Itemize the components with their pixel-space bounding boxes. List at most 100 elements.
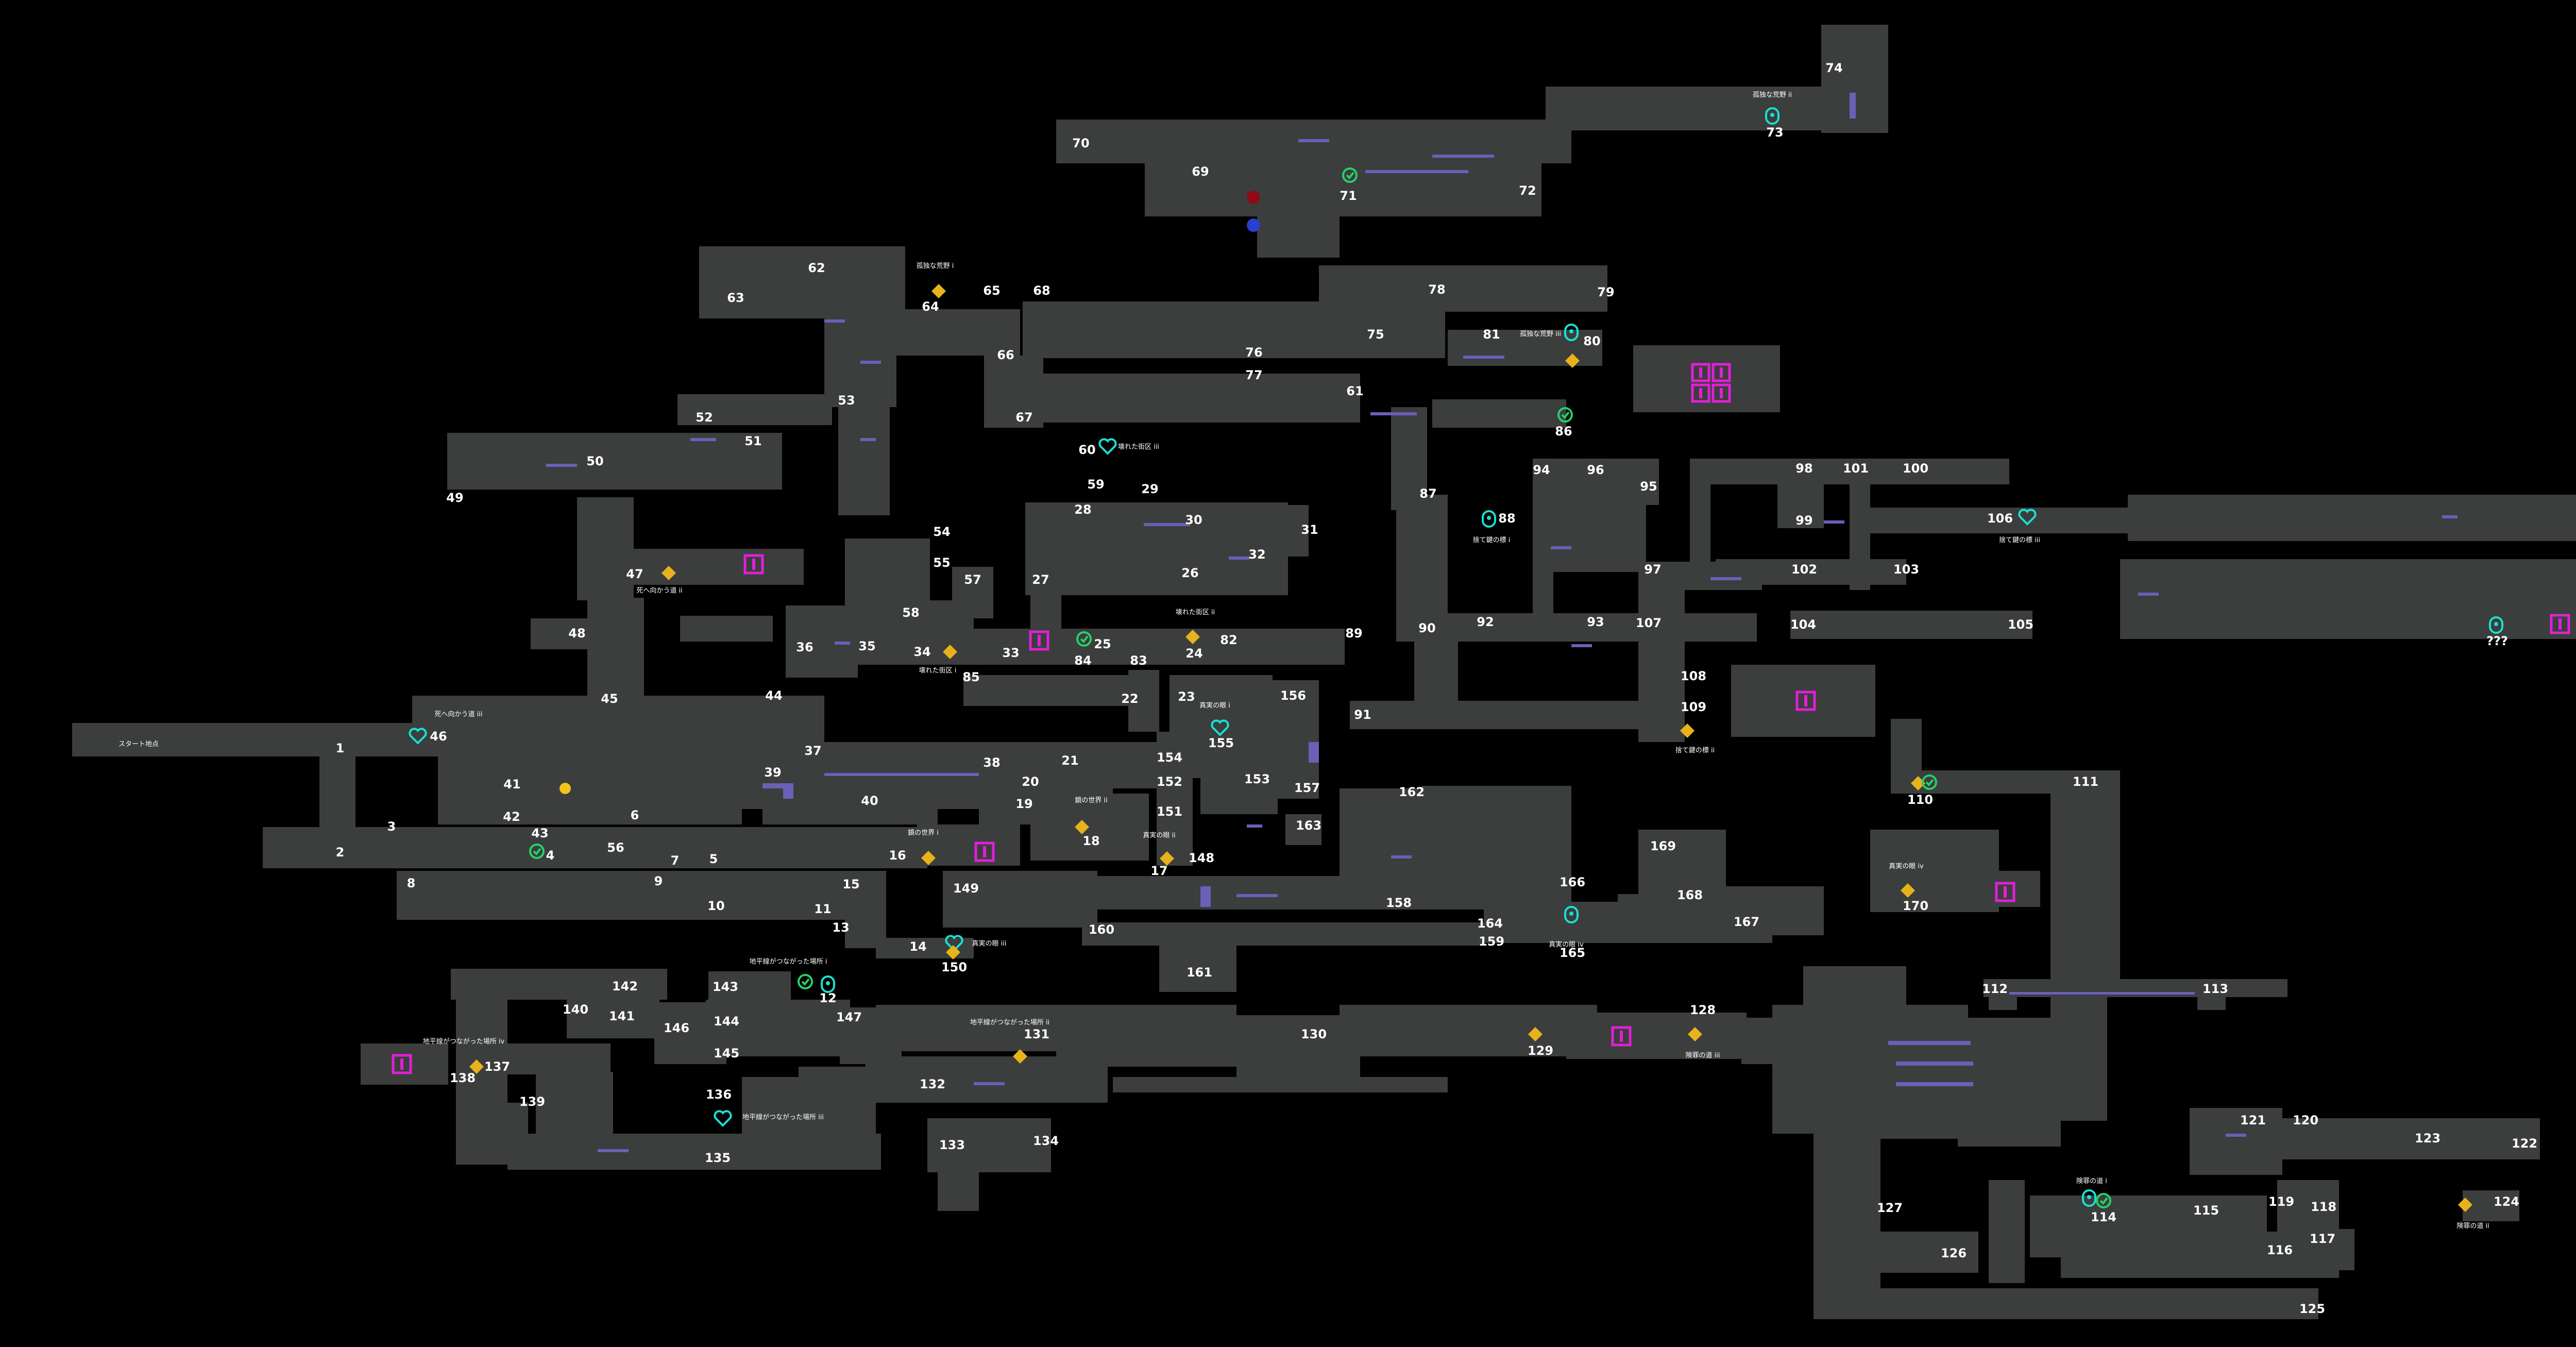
room-number-31: 31	[1301, 523, 1318, 537]
tombstone-icon[interactable]	[1482, 510, 1496, 528]
tombstone-icon[interactable]	[2082, 1189, 2096, 1207]
room-number-161: 161	[1187, 965, 1212, 980]
room-number-133: 133	[939, 1138, 965, 1152]
room-number-1: 1	[336, 741, 345, 755]
gold-gem-icon[interactable]	[1185, 630, 1200, 644]
room-number-118: 118	[2311, 1200, 2336, 1214]
room-number-81: 81	[1483, 327, 1500, 342]
sealed-square[interactable]	[1029, 630, 1049, 651]
sealed-square[interactable]	[1995, 882, 2015, 902]
map-rooms	[72, 25, 2576, 1319]
room-number-166: 166	[1560, 875, 1585, 889]
area-caption: 真実の眼 i	[1199, 701, 1230, 710]
green-check-pin-icon[interactable]	[798, 974, 813, 989]
gold-gem-icon[interactable]	[2458, 1198, 2472, 1212]
teal-heart-icon[interactable]	[945, 935, 963, 952]
gold-gem-icon[interactable]	[1013, 1049, 1027, 1064]
tombstone-icon[interactable]	[1564, 906, 1579, 923]
room-number-104: 104	[1790, 617, 1816, 632]
teal-heart-icon[interactable]	[2018, 509, 2037, 526]
room-number-13: 13	[832, 920, 849, 935]
room-number-58: 58	[902, 605, 919, 620]
sealed-square[interactable]	[1711, 383, 1731, 403]
room-number-103: 103	[1893, 562, 1919, 577]
teal-heart-icon[interactable]	[714, 1110, 732, 1127]
room-number-124: 124	[2494, 1194, 2519, 1209]
room-number-145: 145	[714, 1046, 739, 1060]
room-number-96: 96	[1587, 463, 1604, 477]
room-number-121: 121	[2240, 1113, 2266, 1127]
sealed-square[interactable]	[1611, 1026, 1632, 1047]
sealed-square[interactable]	[1691, 383, 1710, 403]
green-check-pin-icon[interactable]	[1922, 774, 1937, 790]
tombstone-icon[interactable]	[1765, 107, 1780, 125]
room-number-63: 63	[727, 291, 744, 305]
gold-gem-icon[interactable]	[1911, 776, 1925, 790]
sealed-square[interactable]	[1711, 363, 1731, 382]
room-number-97: 97	[1644, 562, 1661, 577]
save-point-red-marker[interactable]	[1247, 191, 1260, 204]
room-number-38: 38	[983, 755, 1000, 770]
room-number-106: 106	[1987, 511, 2013, 526]
gold-gem-icon[interactable]	[921, 851, 936, 865]
room-number-111: 111	[2073, 774, 2098, 789]
room-number-12: 12	[819, 991, 836, 1005]
room-number-92: 92	[1477, 615, 1494, 629]
room-number-24: 24	[1185, 646, 1202, 661]
green-check-pin-icon[interactable]	[1557, 407, 1573, 423]
gold-gem-icon[interactable]	[1160, 851, 1174, 866]
sealed-square[interactable]	[743, 554, 764, 575]
room-number-20: 20	[1022, 774, 1039, 789]
room-number-62: 62	[808, 261, 825, 275]
room-number-131: 131	[1024, 1027, 1049, 1041]
room-number-50: 50	[586, 454, 603, 468]
room-number-132: 132	[920, 1077, 945, 1091]
tombstone-icon[interactable]	[2489, 616, 2503, 634]
sealed-doors	[392, 363, 2570, 1074]
room-number-28: 28	[1074, 502, 1091, 517]
room-number-167: 167	[1734, 915, 1759, 929]
gold-gem-icon[interactable]	[946, 945, 960, 959]
room-number-159: 159	[1479, 934, 1504, 949]
green-check-pin-icon[interactable]	[2096, 1193, 2111, 1208]
room-number-16: 16	[889, 848, 906, 863]
sealed-square[interactable]	[2550, 614, 2570, 634]
room-number-69: 69	[1192, 164, 1209, 179]
room-number-114: 114	[2091, 1210, 2116, 1224]
green-check-pin-icon[interactable]	[1342, 167, 1358, 183]
tombstone-icon[interactable]	[1564, 324, 1579, 341]
gold-gem-icon[interactable]	[1688, 1027, 1702, 1041]
gold-gem-icon[interactable]	[1528, 1027, 1543, 1041]
room-number-68: 68	[1033, 283, 1050, 298]
room-number-15: 15	[842, 877, 859, 891]
gold-gem-icon[interactable]	[931, 284, 946, 298]
room-number-45: 45	[601, 692, 618, 706]
green-check-pin-icon[interactable]	[529, 844, 545, 859]
room-number-14: 14	[909, 939, 926, 954]
sealed-square[interactable]	[1795, 691, 1816, 711]
gold-gem-icon[interactable]	[1075, 820, 1089, 834]
gold-gem-icon[interactable]	[943, 645, 957, 659]
teal-heart-icon[interactable]	[1211, 719, 1229, 736]
gold-gem-icon[interactable]	[1901, 883, 1915, 898]
room-number-67: 67	[1015, 410, 1032, 425]
sealed-square[interactable]	[392, 1054, 412, 1074]
gold-gem-icon[interactable]	[1565, 353, 1580, 368]
room-number-9: 9	[654, 874, 663, 888]
sealed-square[interactable]	[974, 841, 995, 862]
green-check-pin-icon[interactable]	[1076, 631, 1092, 647]
room-number-144: 144	[714, 1014, 739, 1029]
room-number-57: 57	[964, 573, 981, 587]
coin-marker[interactable]	[560, 783, 571, 794]
gold-gem-icon[interactable]	[469, 1059, 484, 1074]
gold-gem-icon[interactable]	[1680, 723, 1694, 738]
teal-heart-icon[interactable]	[1098, 438, 1117, 455]
room-number-108: 108	[1681, 669, 1706, 683]
sealed-square[interactable]	[1691, 363, 1710, 382]
room-number-76: 76	[1245, 345, 1262, 360]
gold-gem-icon[interactable]	[662, 566, 676, 580]
teal-heart-icon[interactable]	[409, 728, 427, 745]
tombstone-icon[interactable]	[821, 975, 835, 993]
area-caption: 地平線がつながった場所 ii	[970, 1018, 1049, 1026]
